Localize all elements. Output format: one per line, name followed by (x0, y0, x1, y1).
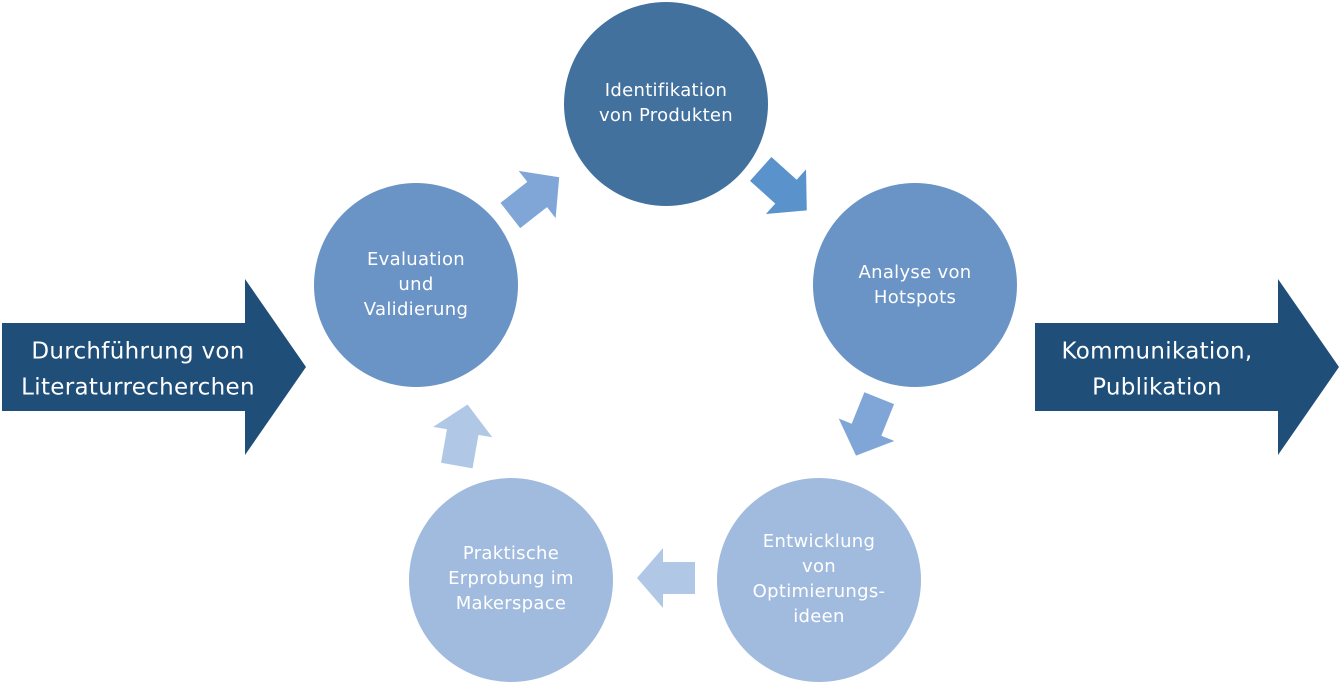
node-circle (409, 478, 613, 682)
node-label-line: von Produkten (599, 105, 733, 126)
node-label-line: Entwicklung (763, 531, 875, 552)
node-label-line: Optimierungs- (753, 581, 886, 602)
node-label-line: Validierung (364, 299, 468, 320)
output-arrow-label-line-1: Kommunikation, (1062, 339, 1253, 365)
node-label-line: Erprobung im (448, 568, 574, 589)
node-label-line: Identifikation (605, 80, 727, 101)
connector-entwicklung-to-erprobung (637, 548, 695, 608)
connector-erprobung-to-evaluation (433, 404, 493, 469)
node-circle (314, 183, 518, 387)
arrow-right-down-icon (749, 157, 807, 214)
cycle-node-evaluation: Evaluation und Validierung (314, 183, 518, 387)
connector-evaluation-to-identifikation (500, 170, 560, 229)
output-arrow-shape (1035, 279, 1339, 455)
cycle-node-identifikation: Identifikation von Produkten (564, 2, 768, 206)
connector-analyse-to-entwicklung (838, 392, 895, 456)
arrow-up-icon (433, 404, 493, 469)
connector-identifikation-to-analyse (749, 157, 807, 214)
node-label-line: von (802, 556, 836, 577)
input-arrow-shape (2, 279, 306, 455)
cycle-node-analyse: Analyse von Hotspots (813, 183, 1017, 387)
cycle-node-entwicklung: Entwicklung von Optimierungs- ideen (717, 478, 921, 682)
node-circle (717, 478, 921, 682)
arrow-up-right-icon (500, 170, 560, 229)
input-arrow-label-line-1: Durchführung von (31, 339, 244, 365)
input-arrow: Durchführung von Literaturrecherchen (2, 279, 306, 455)
cycle-node-erprobung: Praktische Erprobung im Makerspace (409, 478, 613, 682)
output-arrow: Kommunikation, Publikation (1035, 279, 1339, 455)
node-label-line: Evaluation (367, 249, 465, 270)
node-circle (813, 183, 1017, 387)
node-label-line: Hotspots (874, 287, 956, 308)
input-arrow-label-line-2: Literaturrecherchen (21, 375, 255, 401)
node-label-line: ideen (793, 606, 844, 627)
node-label-line: Makerspace (456, 593, 567, 614)
node-label-line: und (398, 274, 433, 295)
node-circle (564, 2, 768, 206)
node-label-line: Analyse von (859, 262, 972, 283)
arrow-down-left-icon (838, 392, 895, 456)
arrow-left-icon (637, 548, 695, 608)
node-label-line: Praktische (463, 543, 559, 564)
output-arrow-label-line-2: Publikation (1092, 375, 1222, 401)
